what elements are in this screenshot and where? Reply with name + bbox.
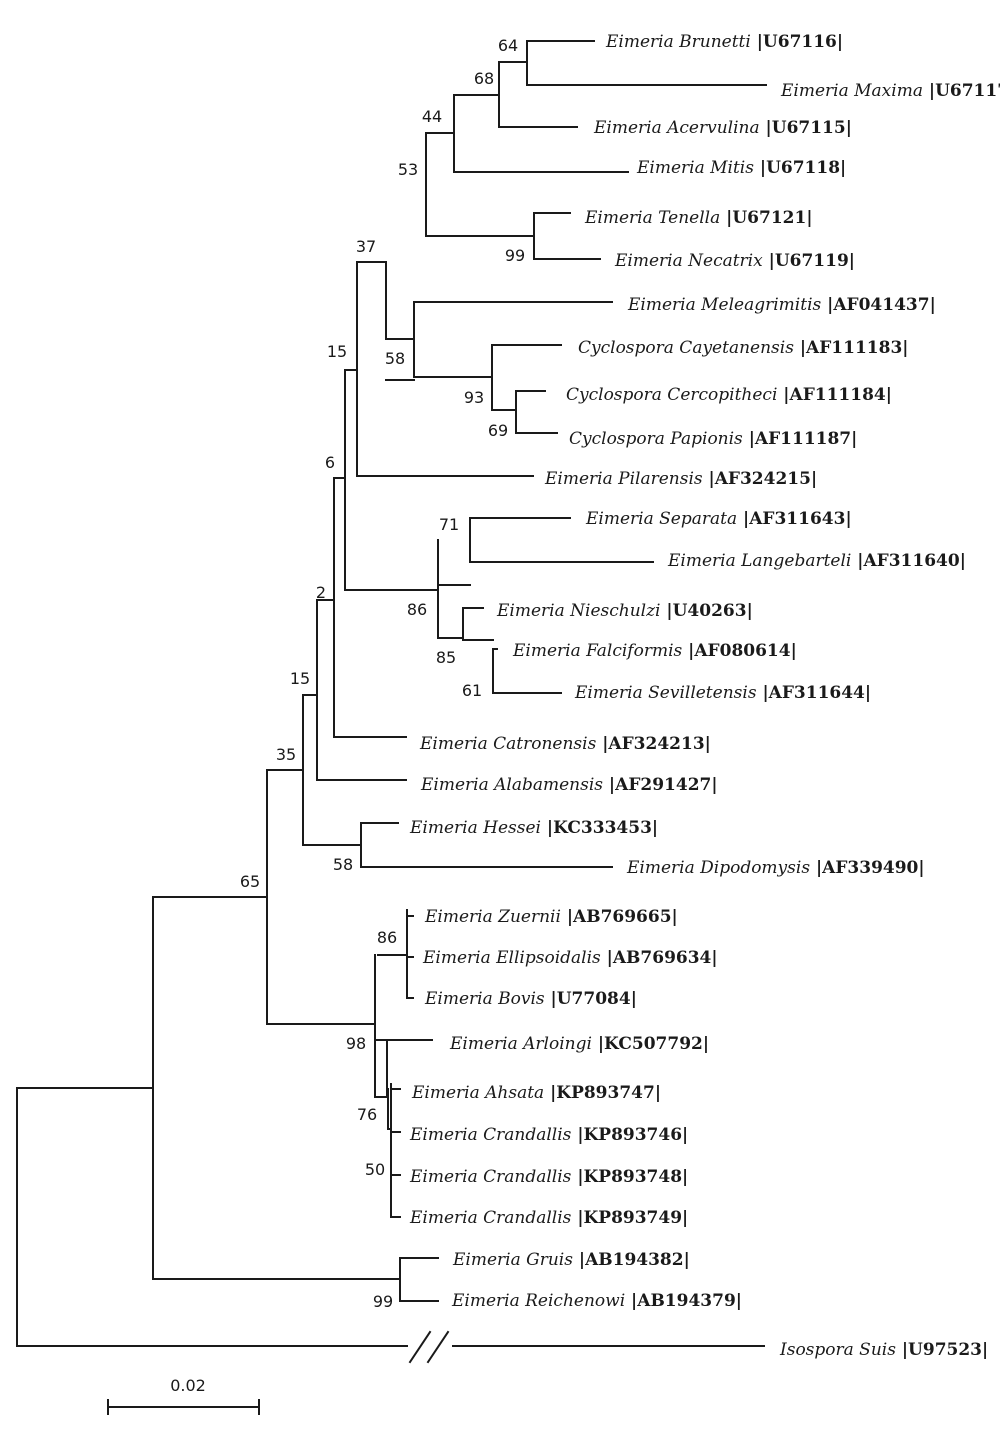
taxon-label-pilarensis: Eimeria Pilarensis |AF324215|: [544, 469, 817, 489]
bootstrap-value: 53: [398, 160, 418, 179]
bootstrap-value: 93: [464, 388, 484, 407]
taxon-label-langebarteli: Eimeria Langebarteli |AF311640|: [667, 551, 966, 571]
bootstrap-value: 37: [356, 237, 376, 256]
bootstrap-value: 44: [422, 107, 442, 126]
taxon-label-brunetti: Eimeria Brunetti |U67116|: [605, 32, 843, 52]
bootstrap-value: 35: [276, 745, 296, 764]
bootstrap-value: 85: [436, 648, 456, 667]
taxon-label-tenella: Eimeria Tenella |U67121|: [584, 208, 813, 228]
bootstrap-value: 99: [373, 1292, 393, 1311]
taxon-label-maxima: Eimeria Maxima |U67117|: [780, 81, 1000, 101]
taxon-label-arloingi: Eimeria Arloingi |KC507792|: [449, 1034, 709, 1054]
bootstrap-value: 86: [377, 928, 397, 947]
scale-bar: 0.02: [107, 1376, 260, 1415]
taxon-label-ellipsoidalis: Eimeria Ellipsoidalis |AB769634|: [422, 948, 718, 968]
taxon-label-hessei: Eimeria Hessei |KC333453|: [409, 818, 658, 838]
bootstrap-value: 86: [407, 600, 427, 619]
tree-branches: [16, 40, 767, 1347]
bootstrap-value: 99: [505, 246, 525, 265]
taxon-label-reichenowi: Eimeria Reichenowi |AB194379|: [451, 1291, 742, 1311]
taxon-label-nieschulzi: Eimeria Nieschulzi |U40263|: [496, 601, 753, 621]
bootstrap-value: 6: [325, 453, 335, 472]
bootstrap-values: 64 68 44 53 99 37 15 58 93 69 6 71 86 85…: [240, 36, 525, 1311]
bootstrap-value: 50: [365, 1160, 385, 1179]
taxon-label-papionis: Cyclospora Papionis |AF111187|: [569, 429, 857, 449]
taxon-label-sevilletensis: Eimeria Sevilletensis |AF311644|: [574, 683, 871, 703]
bootstrap-value: 15: [290, 669, 310, 688]
taxon-label-separata: Eimeria Separata |AF311643|: [585, 509, 852, 529]
taxon-label-suis: Isospora Suis |U97523|: [779, 1340, 988, 1360]
taxon-labels: Eimeria Brunetti |U67116| Eimeria Maxima…: [409, 32, 1000, 1360]
branch-break-mark: [408, 1330, 452, 1364]
bootstrap-value: 65: [240, 872, 260, 891]
taxon-label-meleagrimitis: Eimeria Meleagrimitis |AF041437|: [627, 295, 936, 315]
taxon-label-gruis: Eimeria Gruis |AB194382|: [452, 1250, 690, 1270]
taxon-label-bovis: Eimeria Bovis |U77084|: [424, 989, 637, 1009]
taxon-label-alabamensis: Eimeria Alabamensis |AF291427|: [420, 775, 718, 795]
taxon-label-falciformis: Eimeria Falciformis |AF080614|: [512, 641, 797, 661]
bootstrap-value: 69: [488, 421, 508, 440]
bootstrap-value: 15: [327, 342, 347, 361]
bootstrap-value: 71: [439, 515, 459, 534]
bootstrap-value: 58: [385, 349, 405, 368]
bootstrap-value: 58: [333, 855, 353, 874]
taxon-label-crandallis-3: Eimeria Crandallis |KP893749|: [409, 1208, 688, 1228]
taxon-label-crandallis-2: Eimeria Crandallis |KP893748|: [409, 1167, 688, 1187]
taxon-label-crandallis-1: Eimeria Crandallis |KP893746|: [409, 1125, 688, 1145]
taxon-label-acervulina: Eimeria Acervulina |U67115|: [593, 118, 852, 138]
bootstrap-value: 98: [346, 1034, 366, 1053]
taxon-label-cercopitheci: Cyclospora Cercopitheci |AF111184|: [566, 385, 892, 405]
taxon-label-necatrix: Eimeria Necatrix |U67119|: [614, 251, 855, 271]
taxon-label-mitis: Eimeria Mitis |U67118|: [636, 158, 846, 178]
bootstrap-value: 76: [357, 1105, 377, 1124]
taxon-label-ahsata: Eimeria Ahsata |KP893747|: [411, 1083, 661, 1103]
scale-bar-label: 0.02: [170, 1376, 206, 1395]
taxon-label-cayetanensis: Cyclospora Cayetanensis |AF111183|: [578, 338, 908, 358]
taxon-label-zuernii: Eimeria Zuernii |AB769665|: [424, 907, 678, 927]
bootstrap-value: 68: [474, 69, 494, 88]
bootstrap-value: 61: [462, 681, 482, 700]
taxon-label-catronensis: Eimeria Catronensis |AF324213|: [419, 734, 711, 754]
taxon-label-dipodomysis: Eimeria Dipodomysis |AF339490|: [626, 858, 925, 878]
bootstrap-value: 64: [498, 36, 518, 55]
bootstrap-value: 2: [316, 583, 326, 602]
